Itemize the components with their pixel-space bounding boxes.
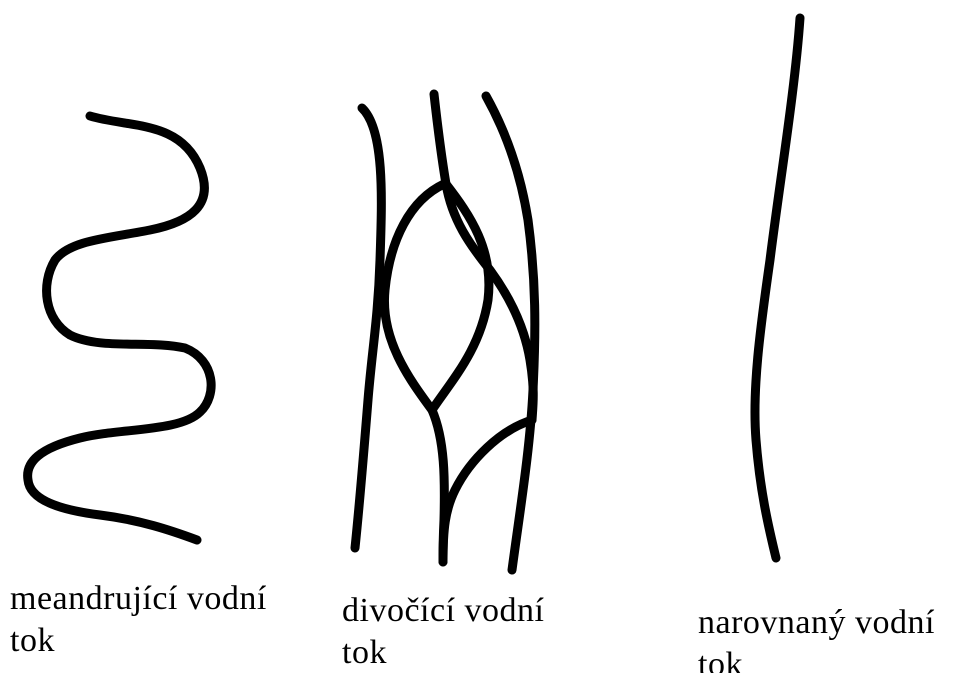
caption-meandering: meandrující vodní tok	[10, 578, 310, 662]
caption-meandering-line2: tok	[10, 620, 310, 662]
caption-meandering-line1: meandrující vodní	[10, 578, 310, 620]
caption-braided-line2: tok	[342, 632, 602, 673]
caption-straightened: narovnaný vodní tok	[698, 602, 957, 673]
caption-straightened-line1: narovnaný vodní	[698, 602, 957, 644]
meandering-river-line	[28, 116, 212, 540]
straightened-river-line	[755, 18, 800, 558]
braided-river-sketch	[355, 94, 535, 570]
braided-channel-left	[355, 108, 381, 548]
caption-braided: divočící vodní tok	[342, 590, 602, 673]
caption-braided-line1: divočící vodní	[342, 590, 602, 632]
straightened-river-sketch	[755, 18, 800, 558]
caption-straightened-line2: tok	[698, 644, 957, 673]
braided-bar-loop	[384, 184, 488, 410]
meandering-river-sketch	[28, 116, 212, 540]
